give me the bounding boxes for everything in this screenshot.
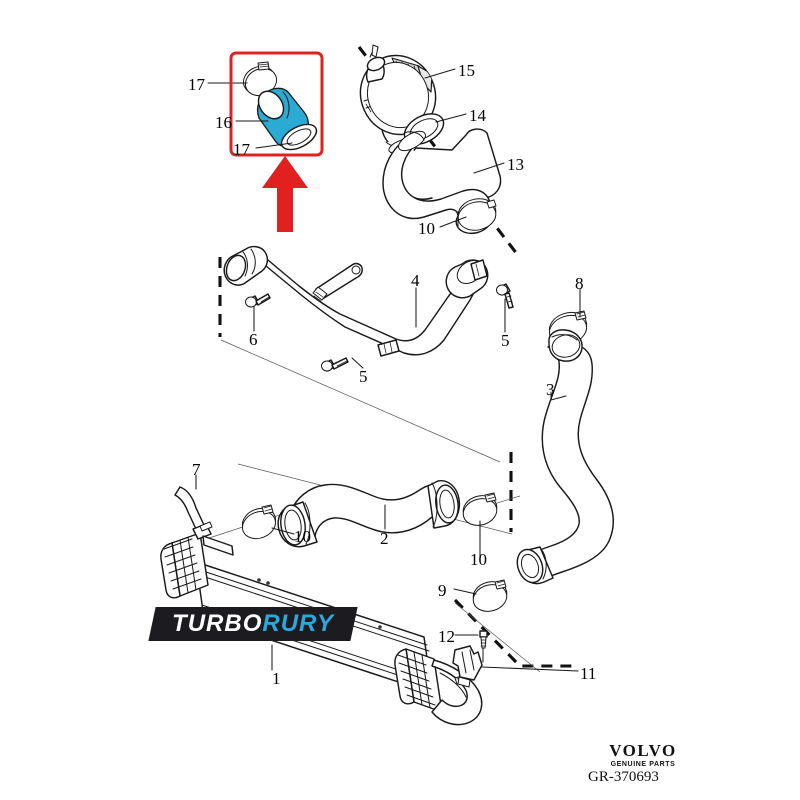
part-5-bolt-left: [321, 357, 349, 372]
callout-9: 9: [438, 581, 447, 600]
callout-2: 2: [380, 529, 389, 548]
highlighted-parts-group: [242, 61, 318, 151]
leader-lines: [195, 68, 581, 672]
highlight-box: [229, 51, 324, 157]
callout-5-right: 5: [501, 331, 510, 350]
part-11-bracket: [452, 645, 483, 688]
callout-10-right: 10: [470, 550, 487, 569]
part-6-bolt: [245, 293, 271, 308]
part-7-retaining-clip: [174, 486, 205, 530]
intercooler-left-tank: [160, 521, 234, 599]
callout-13: 13: [507, 155, 524, 174]
callout-14: 14: [469, 106, 486, 125]
part-17-hose-clamp: [242, 61, 278, 97]
reference-code: GR-370693: [588, 769, 659, 785]
volvo-genuine-parts: GENUINE PARTS: [610, 761, 676, 768]
callout-11: 11: [580, 664, 597, 683]
part-10-hose-clamp-upper: [457, 198, 497, 231]
callout-10-left: 10: [294, 527, 311, 546]
watermark-text-primary: TURBO: [172, 610, 263, 637]
callout-17-upper: 17: [188, 75, 205, 94]
watermark-text-secondary: RURY: [262, 610, 334, 637]
callout-8: 8: [575, 274, 584, 293]
callout-10-upper: 10: [418, 219, 435, 238]
callout-6: 6: [249, 330, 258, 349]
callout-4: 4: [411, 271, 420, 290]
volvo-wordmark: VOLVO: [609, 741, 677, 760]
part-4-charge-air-pipe: [223, 245, 489, 357]
part-5-bolt-right: [496, 283, 514, 309]
callout-12: 12: [438, 627, 455, 646]
callout-16: 16: [215, 113, 232, 132]
intercooler-right-tank: [394, 648, 483, 726]
callout-15: 15: [458, 61, 475, 80]
part-10-hose-clamp-left: [242, 504, 276, 540]
callout-17-lower: 17: [233, 140, 250, 159]
part-9-hose-clamp: [472, 579, 508, 612]
callout-3: 3: [546, 380, 555, 399]
highlight-arrow-icon: [262, 156, 308, 232]
part-10-hose-clamp-right: [462, 492, 498, 526]
volvo-brand-block: VOLVO GENUINE PARTS: [588, 742, 698, 768]
part-17-o-ring: [280, 123, 318, 151]
callout-7: 7: [192, 460, 201, 479]
callout-1: 1: [272, 669, 281, 688]
part-12-screw: [479, 630, 488, 663]
part-3-long-hose: [516, 329, 614, 585]
callout-5-left: 5: [359, 367, 368, 386]
